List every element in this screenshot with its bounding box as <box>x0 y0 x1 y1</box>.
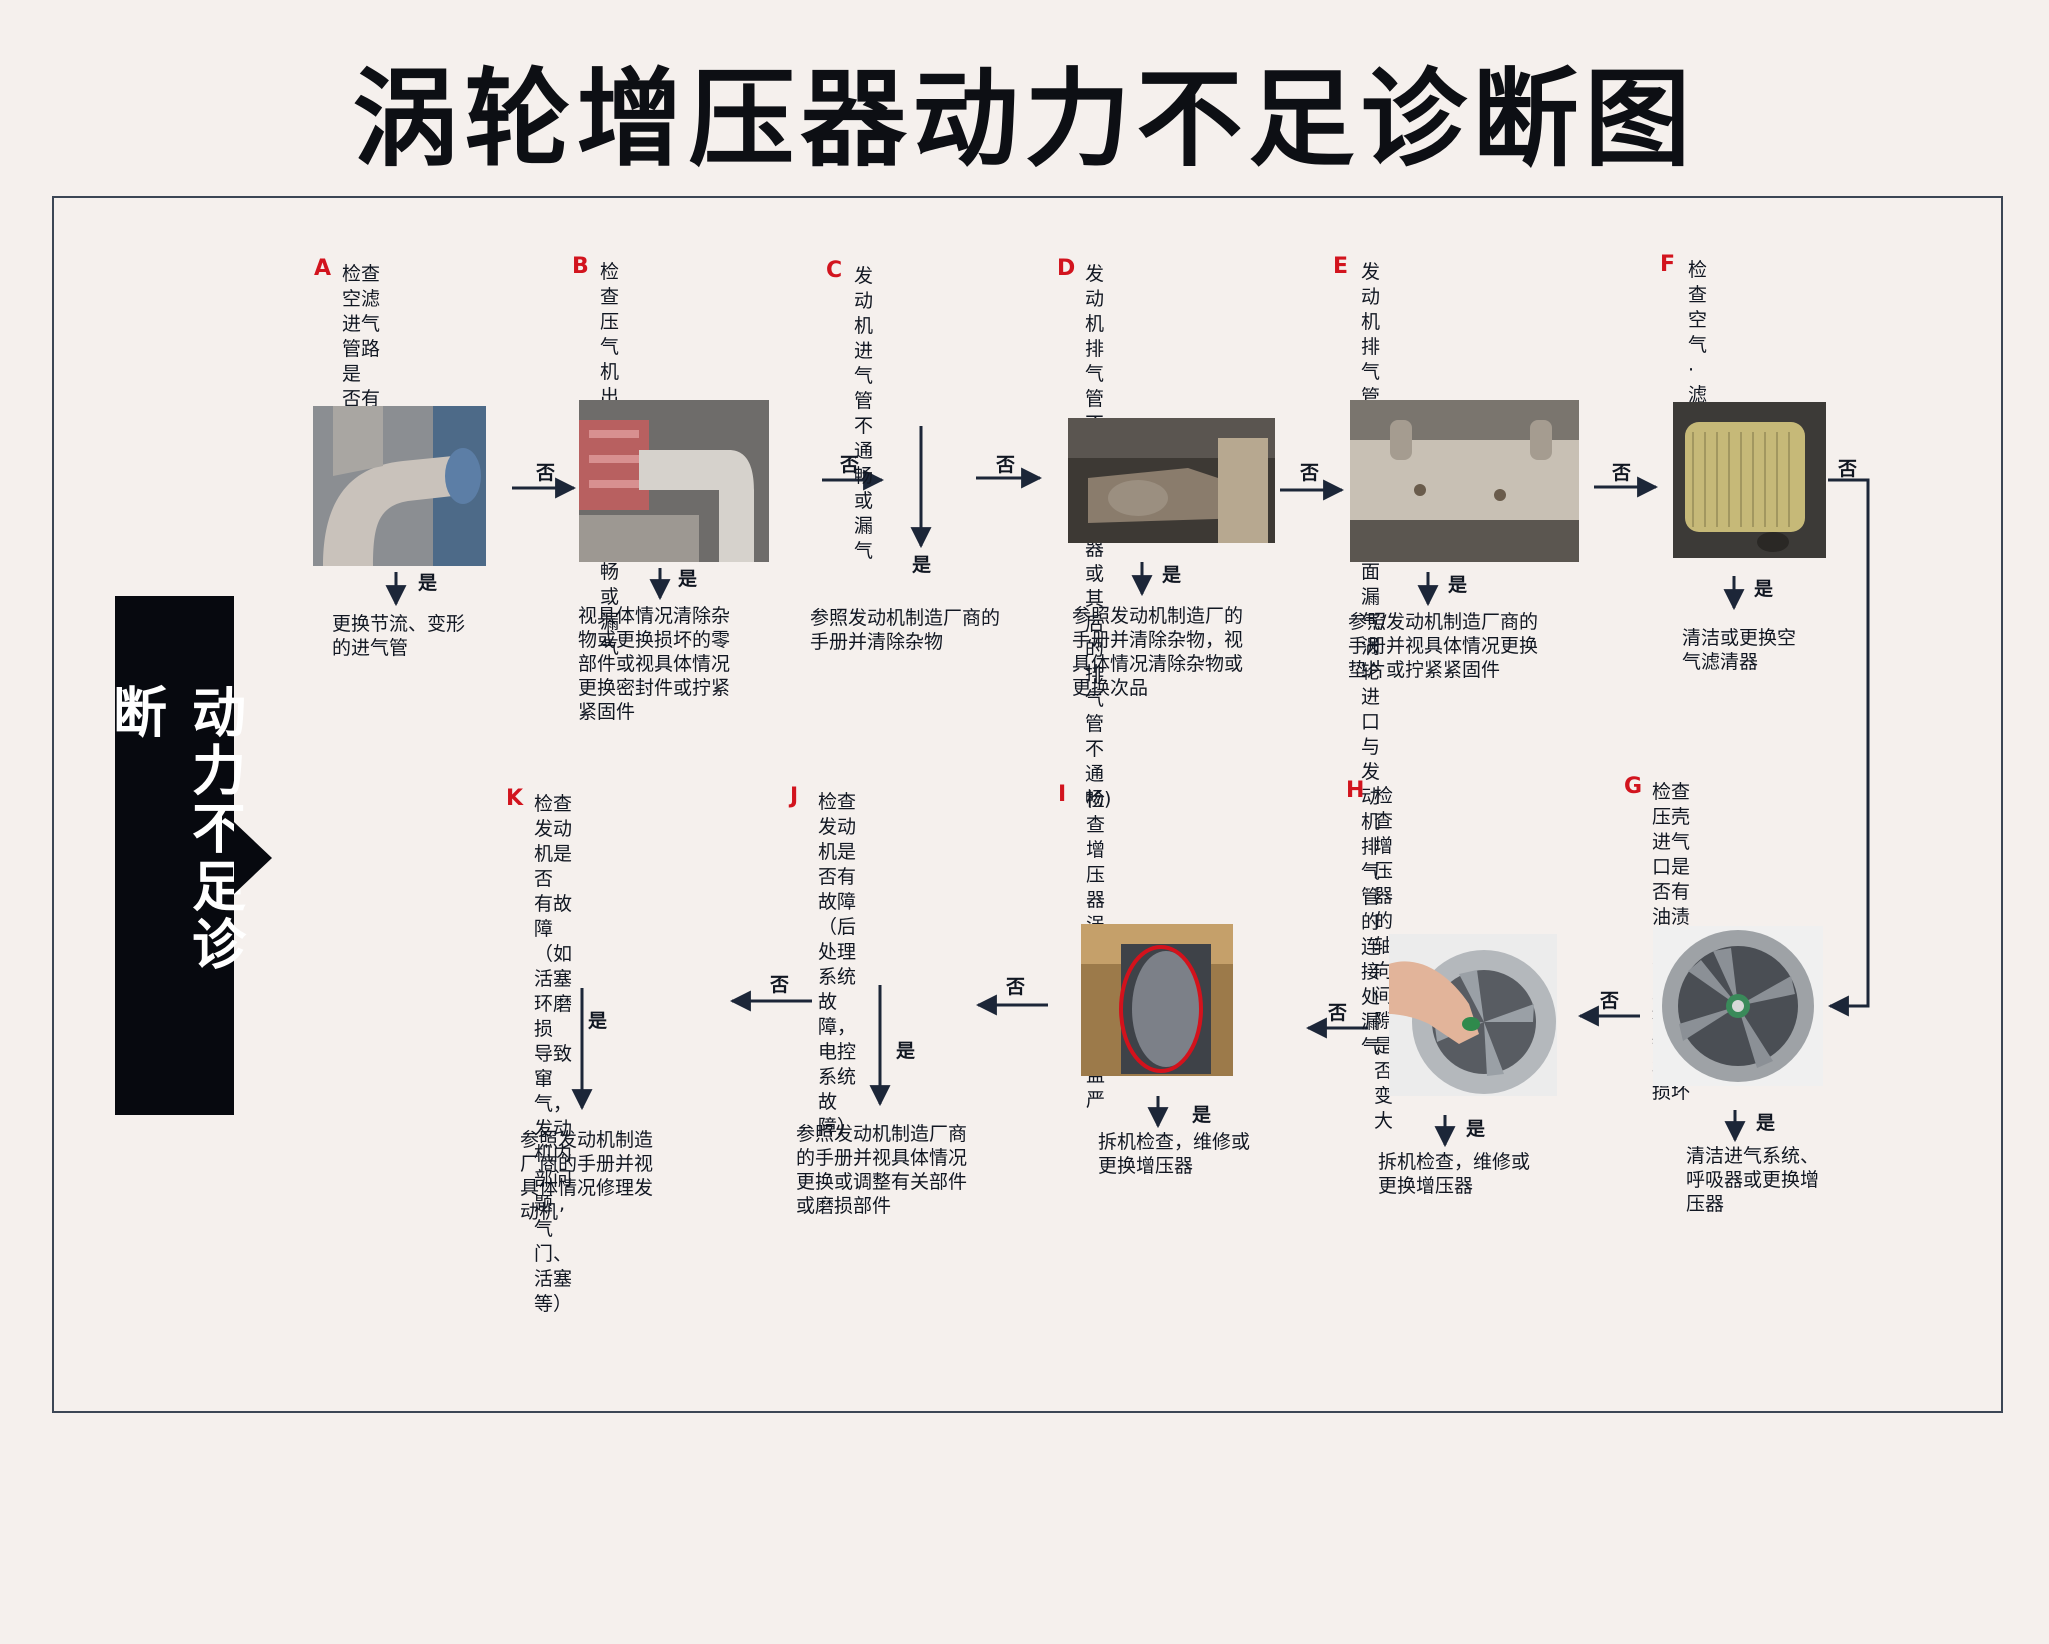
no-label-j-k: 否 <box>770 974 790 996</box>
yes-label-h: 是 <box>1466 1118 1486 1140</box>
step-k-result: 参照发动机制造 厂商的手册并视 具体情况修理发 动机 <box>520 1129 654 1223</box>
step-d-photo <box>1068 418 1275 543</box>
yes-label-j: 是 <box>896 1040 916 1062</box>
yes-label-b: 是 <box>678 568 698 590</box>
no-label-f-g: 否 <box>1838 458 1858 480</box>
page-title: 涡轮增压器动力不足诊断图 <box>352 58 1697 181</box>
step-i-result: 拆机检查，维修或 更换增压器 <box>1098 1131 1251 1177</box>
no-label-c-d: 否 <box>996 454 1016 476</box>
step-question: 检查增压器的轴向 间隙是否变大 <box>1374 785 1394 1132</box>
step-letter: K <box>506 786 524 811</box>
step-letter: H <box>1346 778 1365 803</box>
step-letter: G <box>1624 774 1643 799</box>
step-b-photo <box>579 400 769 562</box>
step-f-result: 清洁或更换空 气滤清器 <box>1682 627 1797 673</box>
step-i-photo <box>1081 924 1233 1076</box>
yes-label-k: 是 <box>588 1010 608 1032</box>
step-question: 发动机排气管不 通畅(消音器或其 后的排气管不通 畅) <box>1085 263 1112 810</box>
step-c-result: 参照发动机制造厂商的 手册并清除杂物 <box>810 607 1001 653</box>
step-h-result: 拆机检查，维修或 更换增压器 <box>1378 1151 1531 1197</box>
yes-label-c: 是 <box>912 554 932 576</box>
step-letter: I <box>1058 782 1067 807</box>
step-g-result: 清洁进气系统、 呼吸器或更换增 压器 <box>1686 1145 1820 1215</box>
step-d-result: 参照发动机制造厂的 手册并清除杂物，视 具体情况清除杂物或 更换次品 <box>1072 605 1244 699</box>
arrow-f-g <box>1827 478 1870 1017</box>
step-b-result: 视具体情况清除杂 物或更换损坏的零 部件或视具体情况 更换密封件或拧紧 紧固件 <box>578 605 731 723</box>
step-e-photo <box>1350 400 1579 562</box>
step-e-result: 参照发动机制造厂商的 手册并视具体情况更换 垫片或拧紧紧固件 <box>1348 611 1539 681</box>
yes-label-f: 是 <box>1754 578 1774 600</box>
no-label-d-e: 否 <box>1300 462 1320 484</box>
step-letter: E <box>1333 254 1349 279</box>
step-letter: F <box>1660 252 1676 277</box>
step-letter: A <box>314 256 332 281</box>
step-a-result: 更换节流、变形 的进气管 <box>332 613 466 659</box>
step-question: 检查发动机是否 有故障 （如活塞环磨损 导致窜气，发动 机内部问题 ,气门、 活… <box>534 793 573 1315</box>
yes-label-a: 是 <box>418 572 438 594</box>
yes-label-d: 是 <box>1162 564 1182 586</box>
step-f-photo <box>1673 402 1826 558</box>
yes-label-e: 是 <box>1448 574 1468 596</box>
step-question: 检查发动机是否有 故障 （后处理系统故障， 电控系统故障） <box>818 791 857 1138</box>
step-question: 发动机进气管不 通畅或漏气 <box>854 265 874 562</box>
no-label-e-f: 否 <box>1612 462 1632 484</box>
step-letter: J <box>790 784 799 809</box>
no-label-a-b: 否 <box>536 462 556 484</box>
sidebar-arrow-icon <box>234 822 272 894</box>
step-letter: B <box>572 254 589 279</box>
diagram-frame <box>52 196 2003 1413</box>
step-letter: D <box>1057 256 1076 281</box>
no-label-b-c: 否 <box>840 454 860 476</box>
no-label-g-h: 否 <box>1600 990 1620 1012</box>
step-letter: C <box>826 258 843 283</box>
step-a-photo <box>313 406 486 566</box>
step-g-photo <box>1653 926 1823 1086</box>
no-label-h-i: 否 <box>1328 1002 1348 1024</box>
step-j-result: 参照发动机制造厂商 的手册并视具体情况 更换或调整有关部件 或磨损部件 <box>796 1123 968 1217</box>
no-label-i-j: 否 <box>1006 976 1026 998</box>
yes-label-i: 是 <box>1192 1104 1212 1126</box>
yes-label-g: 是 <box>1756 1112 1776 1134</box>
step-h-photo <box>1389 934 1557 1096</box>
